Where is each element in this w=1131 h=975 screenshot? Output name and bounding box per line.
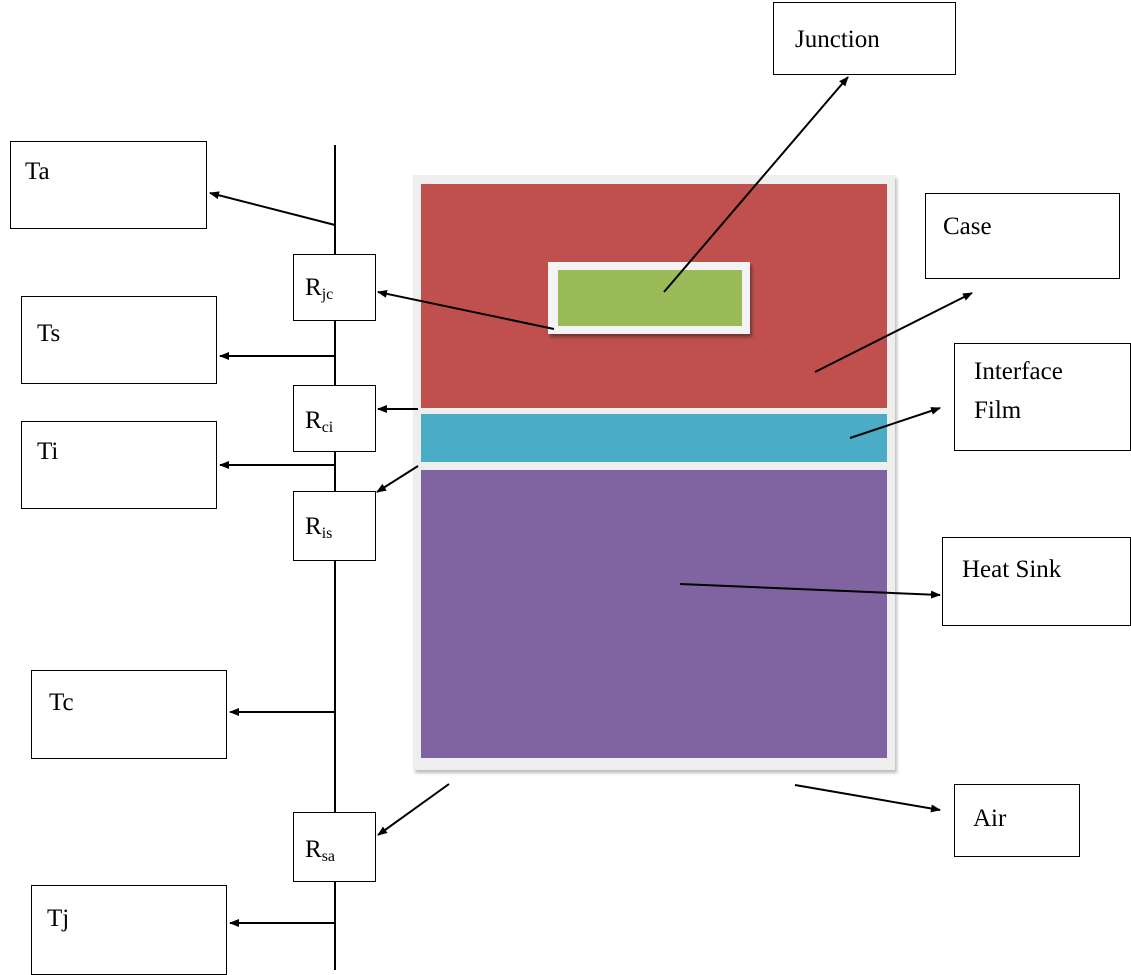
- interface-film-label-box: Interface Film: [954, 343, 1131, 451]
- resistor-label-rsa: Rsa: [305, 836, 336, 865]
- temp-label-tc: Tc: [49, 689, 74, 716]
- resistor-label-rci: Rci: [305, 407, 334, 436]
- heat-sink-layer: [421, 470, 887, 758]
- arrow-to-junction: [663, 76, 849, 293]
- resistor-box-rjc: Rjc: [293, 254, 376, 321]
- air-label-box: Air: [954, 784, 1080, 857]
- temp-box-ta: Ta: [10, 141, 207, 229]
- arrow-to-ta: [209, 191, 336, 226]
- temp-label-tj: Tj: [47, 905, 70, 932]
- resistor-label-rjc: Rjc: [305, 274, 334, 303]
- temp-box-tj: Tj: [31, 885, 227, 975]
- case-label: Case: [943, 213, 992, 240]
- heat-sink-label-box: Heat Sink: [942, 537, 1131, 626]
- temp-box-ts: Ts: [21, 296, 217, 384]
- interface-film-label-line1: Interface: [974, 358, 1063, 385]
- arrow-to-ris: [376, 465, 419, 493]
- case-label-box: Case: [925, 193, 1120, 279]
- junction-block: [558, 270, 742, 326]
- temp-label-ta: Ta: [25, 158, 50, 185]
- interface-film-layer: [421, 414, 887, 462]
- resistor-box-rci: Rci: [293, 385, 376, 452]
- temp-label-ts: Ts: [37, 320, 61, 347]
- arrow-to-interface-film: [849, 407, 941, 439]
- temp-box-tc: Tc: [31, 670, 227, 759]
- junction-label-box: Junction: [773, 2, 956, 75]
- resistor-label-ris: Ris: [305, 513, 333, 542]
- interface-film-label-line2: Film: [974, 397, 1022, 424]
- arrow-to-heat-sink: [679, 583, 941, 599]
- junction-label: Junction: [795, 26, 880, 53]
- resistor-box-rsa: Rsa: [293, 812, 376, 882]
- temp-label-ti: Ti: [37, 438, 59, 465]
- air-label: Air: [973, 805, 1007, 832]
- temp-box-ti: Ti: [21, 421, 217, 509]
- resistor-box-ris: Ris: [293, 491, 376, 561]
- arrow-to-air: [794, 784, 941, 813]
- arrow-to-rsa: [377, 783, 450, 836]
- heat-sink-label: Heat Sink: [962, 556, 1062, 583]
- arrow-to-case: [814, 292, 973, 373]
- arrow-to-rjc: [377, 289, 555, 330]
